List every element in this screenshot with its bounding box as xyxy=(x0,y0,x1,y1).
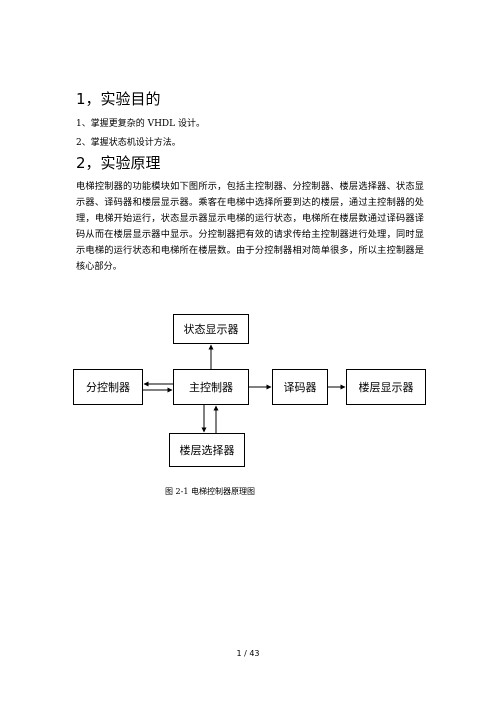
sub-controller-box: 分控制器 xyxy=(73,369,143,405)
page-number: 1 / 43 xyxy=(236,649,260,658)
status-display-box: 状态显示器 xyxy=(173,314,249,344)
principle-paragraph: 电梯控制器的功能模块如下图所示，包括主控制器、分控制器、楼层选择器、状态显示器、… xyxy=(76,181,424,272)
purpose-item-2: 2、掌握状态机设计方法。 xyxy=(76,138,181,148)
principle-heading: 2，实验原理 xyxy=(76,154,161,172)
floor-selector-box: 楼层选择器 xyxy=(169,433,245,467)
decoder-box: 译码器 xyxy=(272,369,328,405)
main-controller-box: 主控制器 xyxy=(173,369,249,405)
purpose-item-1: 1、掌握更复杂的 VHDL 设计。 xyxy=(76,119,205,129)
floor-display-box: 楼层显示器 xyxy=(346,369,426,405)
purpose-heading: 1，实验目的 xyxy=(76,90,161,108)
figure-caption: 图 2-1 电梯控制器原理图 xyxy=(165,487,255,496)
